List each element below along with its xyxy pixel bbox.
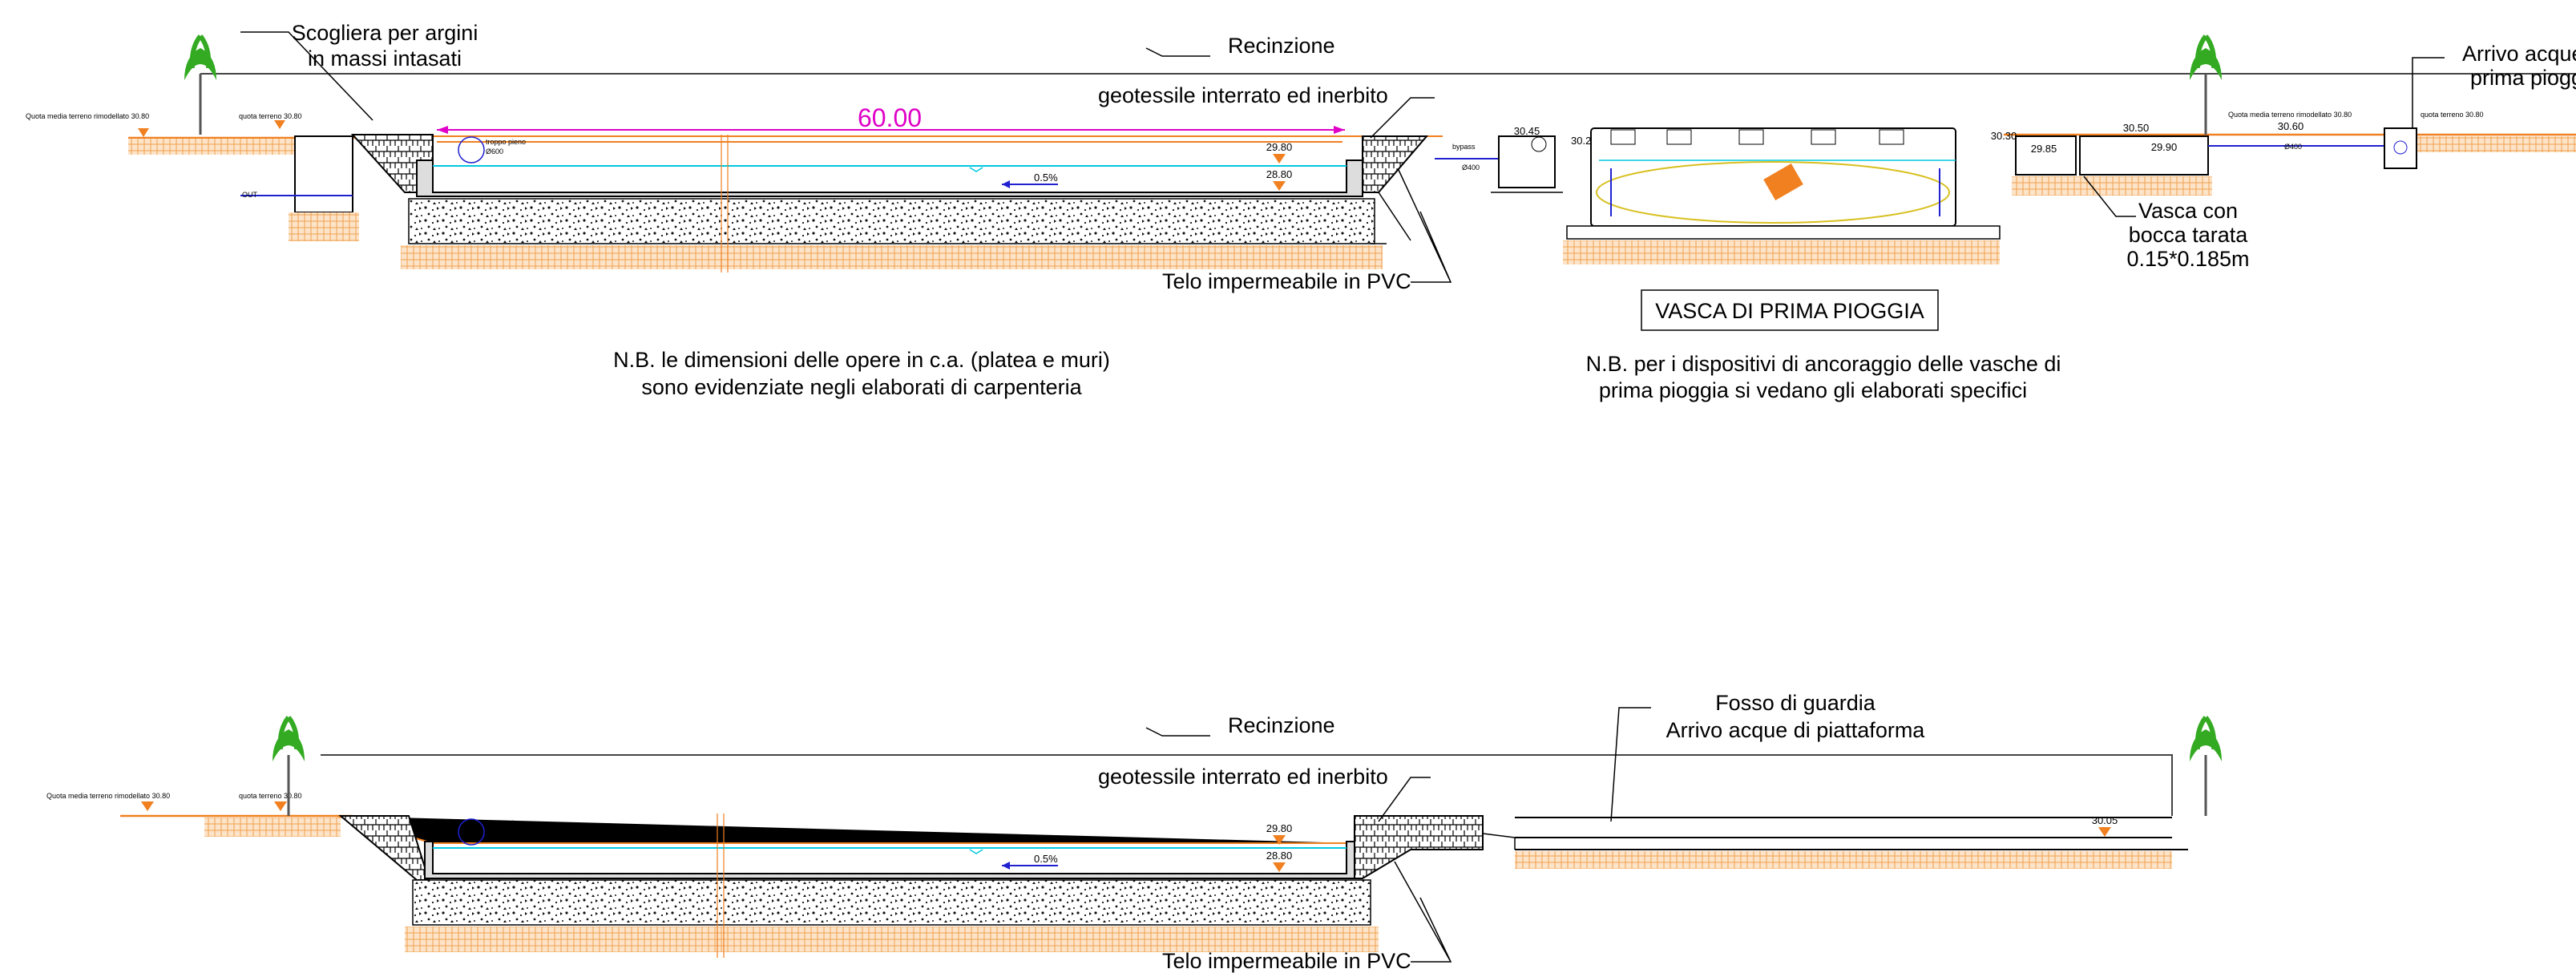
level-3045: 30.45 — [1514, 125, 1540, 137]
riprap-right-bottom — [1354, 815, 1484, 879]
basin-gravel-bottom — [412, 879, 1371, 926]
level-2880-bottom: 28.80 — [1266, 850, 1293, 862]
manhole-left — [294, 135, 353, 213]
level-2980-bottom: 29.80 — [1266, 822, 1293, 834]
geotessile-label-top: geotessile interrato ed inerbito — [1098, 83, 1388, 107]
first-flush-tank — [1563, 127, 2001, 264]
troppo-pieno-diam-bottom: Ø600 — [486, 829, 503, 837]
bypass-chamber — [1498, 135, 1556, 188]
fosso-line2: Arrivo acque di piattaforma — [1666, 718, 1926, 742]
guard-ditch — [1515, 817, 2188, 850]
troppo-pieno-label-bottom: troppo pieno — [486, 819, 526, 827]
riprap-right — [1362, 135, 1429, 193]
vasca-note-line2: prima pioggia si vedano gli elaborati sp… — [1599, 378, 2027, 402]
basin-wall-bottom — [424, 841, 1355, 879]
bypass-label: bypass — [1452, 143, 1476, 151]
level-3030: 30.30 — [1991, 130, 2017, 142]
quota-media-bottom: Quota media terreno rimodellato 30.80 — [46, 792, 170, 800]
scogliera-line1: Scogliera per argini — [292, 21, 478, 45]
note-line2: sono evidenziate negli elaborati di carp… — [641, 375, 1082, 399]
level-marker-2980 — [1273, 154, 1286, 164]
vasca-note-line1: N.B. per i dispositivi di ancoraggio del… — [1586, 352, 2061, 376]
geotessile-label-bottom: geotessile interrato ed inerbito — [1098, 765, 1388, 789]
vasca-title: VASCA DI PRIMA PIOGGIA — [1655, 299, 1924, 323]
scogliera-line2: in massi intasati — [308, 46, 462, 71]
level-3050: 30.50 — [2123, 122, 2150, 134]
quota-terreno-bottom: quota terreno 30.80 — [239, 792, 302, 800]
telo-label-top: Telo impermeabile in PVC — [1162, 269, 1411, 293]
diam-400-left: Ø400 — [1462, 164, 1480, 172]
slope-label-bottom: 0.5% — [1034, 853, 1058, 865]
bocca-line3: 0.15*0.185m — [2126, 247, 2249, 271]
basin-wall — [416, 159, 1363, 197]
quota-terreno-right: quota terreno 30.80 — [2421, 111, 2484, 119]
chamber-right-a — [2015, 135, 2077, 176]
recinzione-label-bottom: Recinzione — [1228, 713, 1335, 737]
level-2990: 29.90 — [2151, 141, 2178, 153]
section-bottom: troppo pieno Ø600 29.80 28.80 0.5% Quota… — [46, 691, 2222, 973]
level-2980: 29.80 — [1266, 141, 1293, 153]
fence-line-bottom — [321, 754, 2173, 816]
diam-400-right: Ø400 — [2284, 143, 2302, 151]
section-top: OUT 60.00 troppo pieno Ø600 29.80 28.80 … — [26, 21, 2576, 402]
tree-icon — [184, 34, 216, 135]
vasca-title-box — [1641, 289, 1939, 331]
troppo-pieno-label: troppo pieno — [486, 138, 526, 146]
level-2880: 28.80 — [1266, 168, 1293, 180]
level-3060: 30.60 — [2278, 120, 2304, 132]
basin-gravel — [408, 198, 1375, 244]
tree-icon — [273, 716, 305, 816]
level-2985: 29.85 — [2031, 143, 2057, 155]
troppo-pieno-diam: Ø600 — [486, 147, 503, 155]
bocca-line2: bocca tarata — [2129, 223, 2249, 247]
quota-media-right: Quota media terreno rimodellato 30.80 — [2228, 111, 2352, 119]
inlet-manhole — [2384, 127, 2417, 169]
tree-icon — [2190, 34, 2222, 135]
bocca-tarata-chamber — [2079, 135, 2209, 176]
dimension-length: 60.00 — [858, 103, 922, 132]
level-marker-2880 — [1273, 181, 1286, 191]
arrivo-line2: prima piogg — [2470, 66, 2576, 90]
telo-label-bottom: Telo impermeabile in PVC — [1162, 949, 1411, 973]
recinzione-label-top: Recinzione — [1228, 34, 1335, 58]
overflow-pipe-top — [458, 136, 485, 164]
level-3005: 30.05 — [2092, 814, 2118, 826]
out-label: OUT — [242, 191, 258, 199]
note-line1: N.B. le dimensioni delle opere in c.a. (… — [613, 348, 1110, 372]
slope-label: 0.5% — [1034, 172, 1058, 184]
bocca-line1: Vasca con — [2138, 199, 2238, 223]
fosso-line1: Fosso di guardia — [1715, 691, 1876, 715]
quota-terreno-left: quota terreno 30.80 — [239, 112, 302, 120]
arrivo-line1: Arrivo acque — [2462, 42, 2576, 66]
quota-media-left: Quota media terreno rimodellato 30.80 — [26, 112, 149, 120]
tree-icon — [2190, 716, 2222, 816]
